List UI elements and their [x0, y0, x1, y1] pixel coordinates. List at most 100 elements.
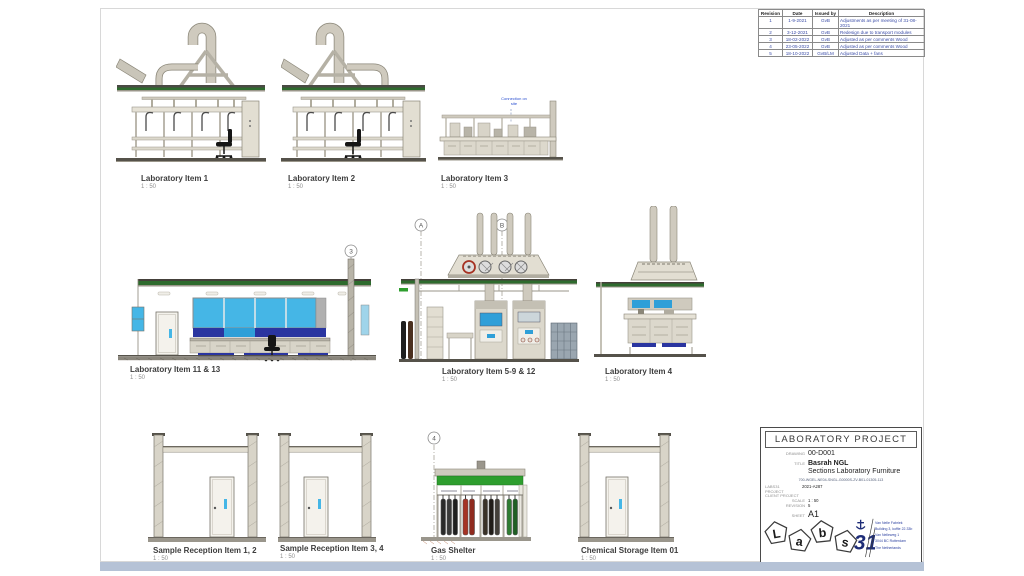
chemical-storage-item-01-figure	[578, 433, 674, 542]
title-label: TITLE	[794, 461, 805, 467]
section-marker-a: A	[419, 222, 424, 229]
description-col-header: Description	[838, 9, 925, 17]
rev-cell: GvB	[812, 42, 839, 50]
revision-value: 5	[808, 502, 811, 508]
drawing-sheet: Revision Date Issued by Description 1 1-…	[100, 8, 925, 564]
labs31-logo-row: L a b s 31 Van Ne	[764, 514, 919, 560]
section-marker-4: 4	[432, 435, 436, 442]
drawing-laboratory-item-4	[594, 206, 706, 361]
figure-scale: 1 : 50	[130, 375, 146, 381]
rev-cell: Adjusted as per comments Wood	[838, 35, 925, 43]
revision-row: 4 23-05-2022 GvB Adjusted as per comment…	[758, 42, 925, 50]
labs31-logo: L a b s 31	[764, 518, 875, 558]
address-line: Building 3, koffie 22.33b	[875, 527, 913, 532]
project-header: LABORATORY PROJECT	[765, 431, 917, 448]
drawing-number-value: 00-D001	[808, 450, 835, 457]
drawing-laboratory-item-1	[116, 13, 266, 165]
address-line: Van Nelleweg 1	[875, 533, 900, 538]
figure-title: Chemical Storage Item 01	[581, 546, 679, 555]
logo-letter: a	[795, 534, 804, 549]
laboratory-item-1-figure	[116, 22, 266, 162]
figure-scale: 1 : 50	[153, 556, 169, 562]
address-line: 3044 BC Rotterdam	[875, 539, 906, 544]
logo-letter: L	[772, 526, 782, 541]
labs31-project-label: LABS31 PROJECT	[765, 484, 784, 494]
figure-label: Laboratory Item 3 1 : 50	[441, 174, 508, 192]
figure-label: Chemical Storage Item 01 1 : 50	[581, 546, 678, 564]
rev-cell: Redesign due to transport modules	[838, 28, 925, 36]
revision-table: Revision Date Issued by Description 1 1-…	[758, 9, 925, 57]
figure-label: Gas Shelter 1 : 50	[431, 546, 475, 564]
bottom-strip	[100, 562, 924, 571]
rev-cell: 3	[758, 35, 783, 43]
revision-col-header: Revision	[758, 9, 783, 17]
figure-title: Laboratory Item 11 & 13	[130, 365, 221, 374]
figure-label: Laboratory Item 2 1 : 50	[288, 174, 355, 192]
rev-cell: 2	[758, 28, 783, 36]
labs31-project-value: 2021-A287	[802, 484, 823, 490]
rev-cell: Adjustments as per meeting of 31-08-2021	[838, 16, 925, 29]
revision-row: 3 18-02-2022 GvB Adjusted as per comment…	[758, 35, 925, 43]
figure-label: Laboratory Item 11 & 13 1 : 50	[130, 365, 220, 383]
drawing-number-label: DRAWING	[785, 451, 805, 456]
drawing-sample-reception-1-2	[148, 433, 266, 545]
connection-note: Connection on site	[501, 96, 527, 107]
scale-value: 1 : 50	[808, 497, 819, 503]
address-line: Van Nelle Fabriek	[875, 521, 903, 525]
rev-cell: 1	[758, 16, 783, 29]
revision-label: REVISION	[785, 502, 805, 508]
sample-reception-1-2-figure	[148, 433, 266, 542]
rev-cell: 23-05-2022	[782, 42, 813, 50]
drawing-laboratory-item-11-13: 3	[118, 243, 376, 365]
figure-title: Laboratory Item 2	[288, 174, 356, 183]
sheet-value: A1	[808, 508, 820, 519]
figure-label: Laboratory Item 1 1 : 50	[141, 174, 208, 192]
rev-cell: GvB/LM	[812, 49, 839, 57]
figure-label: Sample Reception Item 1, 2 1 : 50	[153, 546, 257, 564]
drawing-gas-shelter: 4	[421, 431, 531, 545]
figure-scale: 1 : 50	[442, 377, 458, 383]
rev-cell: Adjusted as per comments Wood	[838, 42, 925, 50]
rev-cell: GvB	[812, 16, 839, 29]
rev-cell: 18-10-2022	[782, 49, 813, 57]
rev-cell: 3-12-2021	[782, 28, 813, 36]
gas-shelter-figure: 4	[421, 431, 531, 545]
figure-scale: 1 : 50	[441, 184, 457, 190]
date-col-header: Date	[782, 9, 813, 17]
figure-title: Laboratory Item 1	[141, 174, 209, 183]
logo-letter: s	[841, 535, 850, 550]
revision-row: 2 3-12-2021 GvB Redesign due to transpor…	[758, 28, 925, 36]
figure-label: Laboratory Item 4 1 : 50	[605, 367, 672, 385]
issued-by-col-header: Issued by	[812, 9, 839, 17]
rev-cell: 5	[758, 49, 783, 57]
figure-scale: 1 : 50	[141, 184, 157, 190]
drawing-laboratory-item-2	[281, 13, 426, 165]
sample-reception-3-4-figure	[278, 433, 376, 542]
figure-scale: 1 : 50	[605, 377, 621, 383]
rev-cell: GvB	[812, 35, 839, 43]
anchor-icon	[855, 519, 866, 530]
drawing-chemical-storage-item-01	[578, 433, 674, 545]
figure-title: Sample Reception Item 3, 4	[280, 544, 384, 553]
revision-row: 5 18-10-2022 GvB/LM Adjusted Data + fans	[758, 49, 925, 57]
client-project-label: CLIENT PROJECT	[765, 493, 799, 499]
rev-cell: GvB	[812, 28, 839, 36]
subtitle-value: Sections Laboratory Furniture	[808, 468, 901, 476]
figure-scale: 1 : 50	[431, 556, 447, 562]
section-marker-3: 3	[349, 248, 353, 255]
rev-cell: 18-02-2022	[782, 35, 813, 43]
drawing-laboratory-item-3: Connection on site	[438, 93, 563, 165]
scale-label: SCALE	[791, 497, 805, 503]
laboratory-item-5-9-12-figure: A B	[399, 212, 579, 362]
laboratory-item-2-figure	[281, 22, 426, 162]
company-address: Van Nelle Fabriek Building 3, koffie 22.…	[875, 514, 919, 560]
document-code: 700-WGEL-NE04-SNGL-G0000S-ZV-B01-01305-1…	[798, 478, 884, 483]
rev-cell: 1-9-2021	[782, 16, 813, 29]
title-value: Basrah NGL	[808, 460, 849, 468]
revision-row: 1 1-9-2021 GvB Adjustments as per meetin…	[758, 16, 925, 29]
figure-label: Sample Reception Item 3, 4 1 : 50	[280, 544, 384, 562]
figure-title: Laboratory Item 4	[605, 367, 673, 376]
figure-scale: 1 : 50	[581, 556, 597, 562]
address-line: The Netherlands	[875, 545, 901, 550]
figure-title: Laboratory Item 3	[441, 174, 509, 183]
